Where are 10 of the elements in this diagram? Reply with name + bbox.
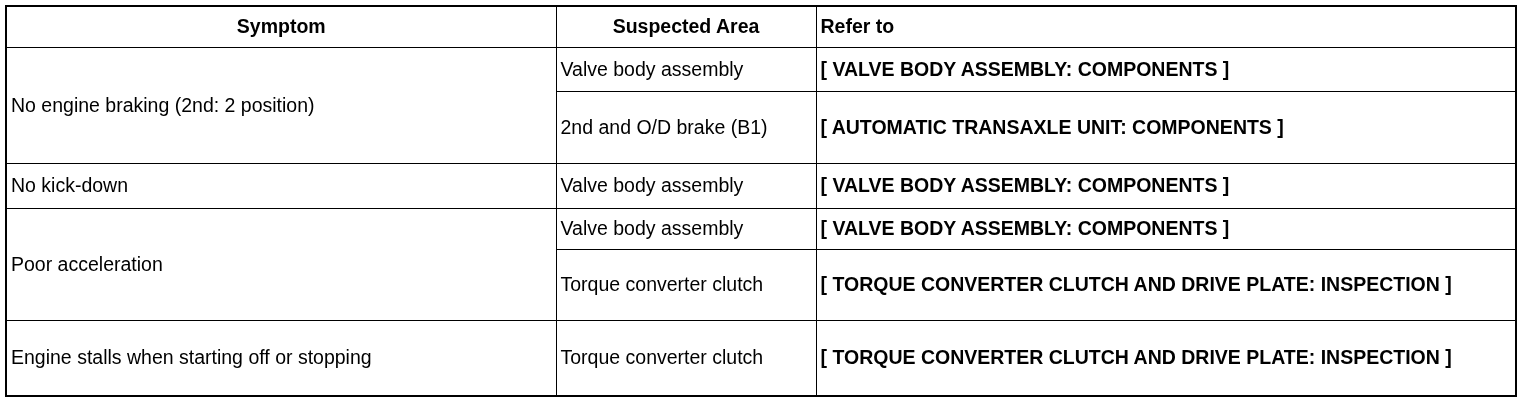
- table-cell: Valve body assembly: [556, 163, 816, 208]
- table-cell: No engine braking (2nd: 2 position): [6, 47, 556, 163]
- header-cell: Suspected Area: [556, 6, 816, 47]
- table-cell: Valve body assembly: [556, 208, 816, 249]
- table-cell: Valve body assembly: [556, 47, 816, 91]
- header-cell: Symptom: [6, 6, 556, 47]
- table-cell: Torque converter clutch: [556, 249, 816, 320]
- table-cell: No kick-down: [6, 163, 556, 208]
- table-cell: Poor acceleration: [6, 208, 556, 320]
- table-cell: 2nd and O/D brake (B1): [556, 91, 816, 163]
